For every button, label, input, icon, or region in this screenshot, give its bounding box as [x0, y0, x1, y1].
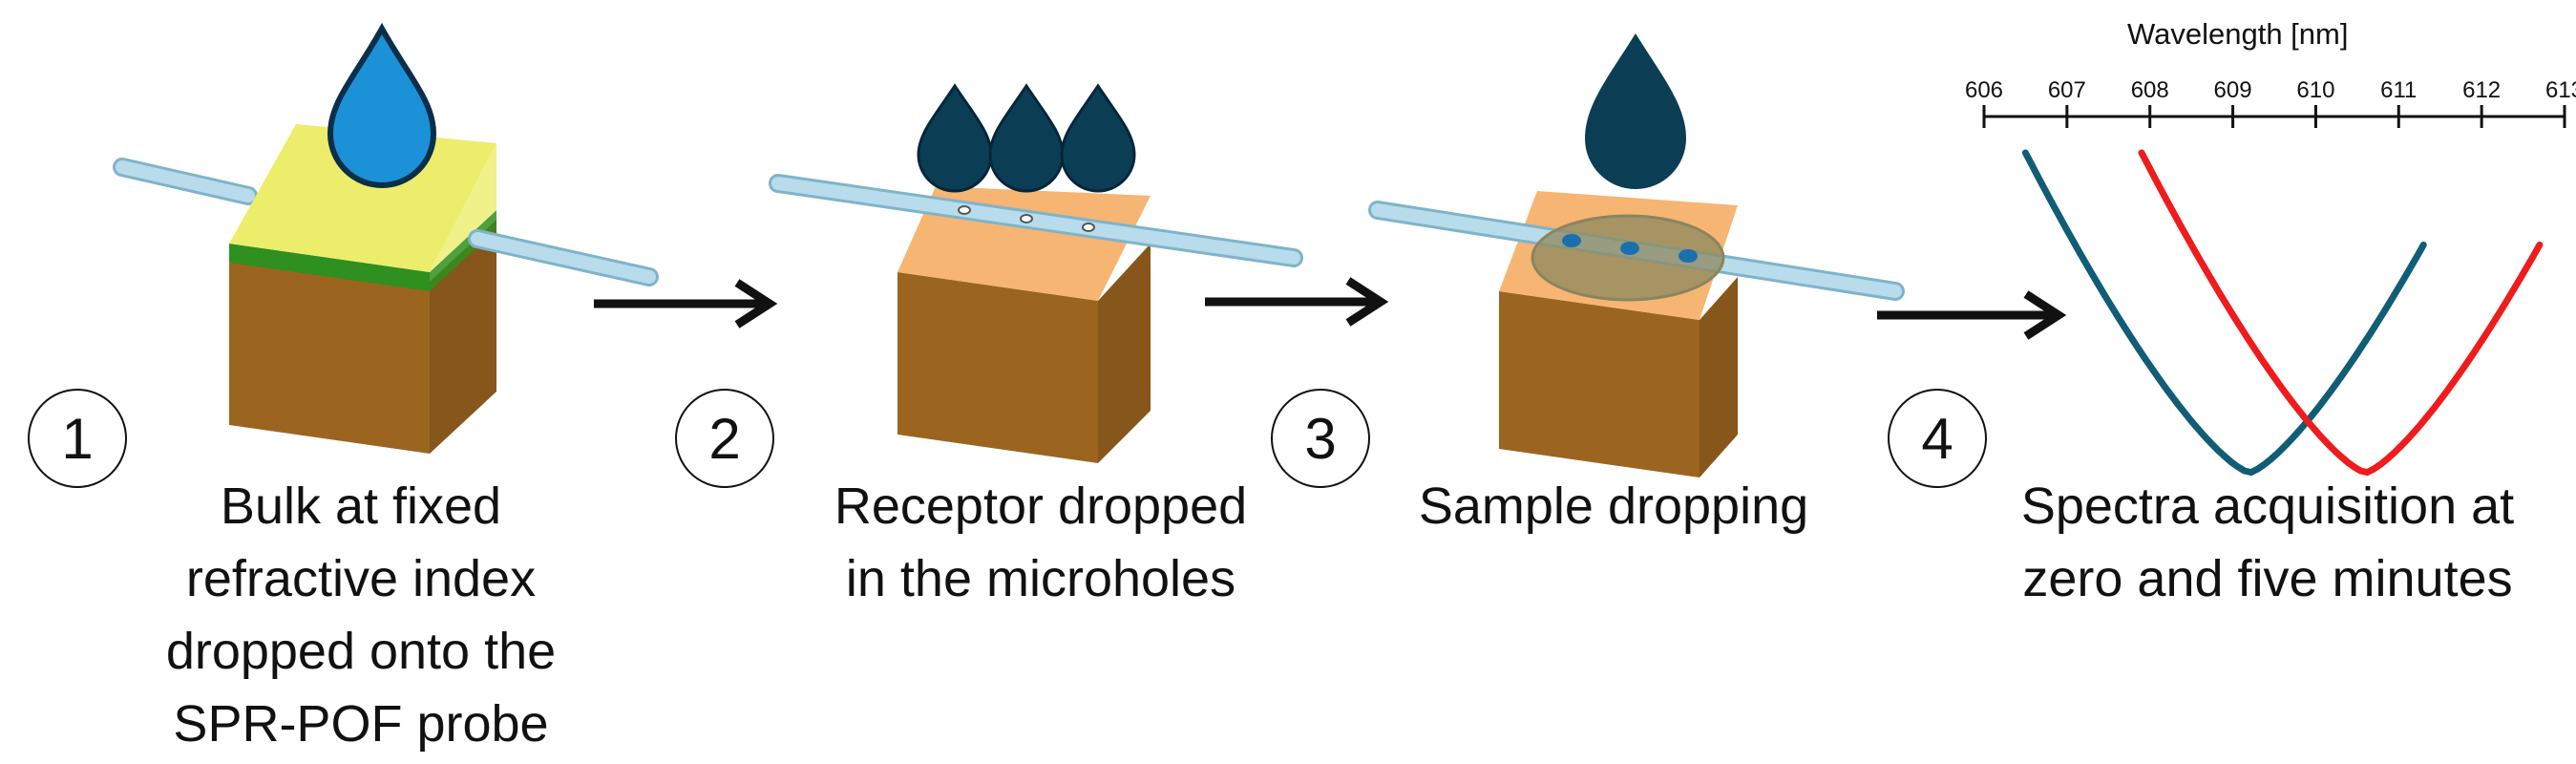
- step-4-caption-line: zero and five minutes: [2022, 550, 2513, 607]
- step-2-number: 2: [675, 389, 774, 488]
- step1-drop-icon: [327, 22, 437, 188]
- step3-illustration: [1368, 33, 1905, 478]
- spectra-curves: [2021, 149, 2544, 477]
- step-1-caption-line: dropped onto the: [165, 623, 557, 680]
- x-tick-label: 613: [2545, 77, 2576, 103]
- step1-fiber-back-fill: [116, 160, 255, 202]
- spectra-chart: 606 607 608 609 610 611 612 613: [1965, 77, 2576, 477]
- step-4-number: 4: [1888, 389, 1987, 488]
- step3-cube-front: [1499, 291, 1700, 478]
- step2-cube-side: [1098, 244, 1151, 463]
- step-1-caption-line: SPR-POF probe: [173, 695, 549, 753]
- x-tick-label: 612: [2462, 77, 2501, 103]
- step1-cube-front: [229, 253, 430, 454]
- step2-microhole-3: [1082, 223, 1095, 232]
- step-3-caption: Sample dropping: [1356, 470, 1871, 542]
- step-1-caption-line: refractive index: [185, 550, 537, 607]
- step-3-caption-line: Sample dropping: [1418, 478, 1809, 535]
- step1-illustration: [113, 22, 659, 454]
- x-tick-label: 608: [2131, 77, 2169, 103]
- arrow-2-icon: [1205, 277, 1389, 327]
- step2-drop-icon-2: [988, 83, 1065, 193]
- step2-illustration: [769, 83, 1303, 463]
- step-1-caption: Bulk at fixed refractive index dropped o…: [113, 470, 609, 760]
- step1-green-layer: [229, 244, 430, 291]
- step2-microhole-1: [958, 205, 971, 215]
- x-axis-ticks: 606 607 608 609 610 611 612 613: [1965, 77, 2576, 128]
- step2-fiber-fill: [771, 177, 1300, 265]
- x-axis-title: Wavelength [nm]: [2127, 17, 2349, 51]
- step2-drop-icon-1: [917, 83, 993, 193]
- step1-cube-side: [430, 220, 496, 454]
- arrow-1-icon: [594, 279, 778, 329]
- step3-sample-area: [1531, 214, 1725, 302]
- step-4-caption-line: Spectra acquisition at: [2020, 478, 2515, 535]
- step3-receptor-dot-2: [1620, 242, 1639, 255]
- step2-drop-icon-3: [1060, 83, 1136, 193]
- step3-cube-side: [1700, 277, 1738, 478]
- step1-cube-top-side: [430, 143, 496, 272]
- step-4-caption: Spectra acquisition at zero and five min…: [1967, 470, 2568, 615]
- x-tick-label: 607: [2048, 77, 2086, 103]
- spectrum-curve-2: [2138, 149, 2544, 477]
- step2-cube-front: [897, 272, 1098, 463]
- x-tick-label: 611: [2380, 77, 2417, 103]
- step-1-caption-line: Bulk at fixed: [220, 478, 502, 535]
- step2-microhole-2: [1020, 214, 1033, 223]
- step-1-number: 1: [28, 389, 127, 488]
- step-2-caption: Receptor dropped in the microholes: [764, 470, 1318, 615]
- step3-drop-icon: [1585, 33, 1686, 189]
- arrow-3-icon: [1877, 290, 2067, 340]
- step3-receptor-dot-1: [1562, 234, 1581, 247]
- x-tick-label: 609: [2214, 77, 2252, 103]
- step-2-caption-line: Receptor dropped: [834, 478, 1248, 535]
- step1-cube-top: [229, 124, 496, 272]
- step-3-number: 3: [1271, 389, 1370, 488]
- step1-fiber-front-fill: [471, 232, 656, 284]
- x-tick-label: 610: [2296, 77, 2334, 103]
- spectrum-curve-1: [2021, 149, 2427, 477]
- x-tick-label: 606: [1965, 77, 2003, 103]
- step3-receptor-dot-3: [1679, 249, 1698, 263]
- step-2-caption-line: in the microholes: [845, 550, 1236, 607]
